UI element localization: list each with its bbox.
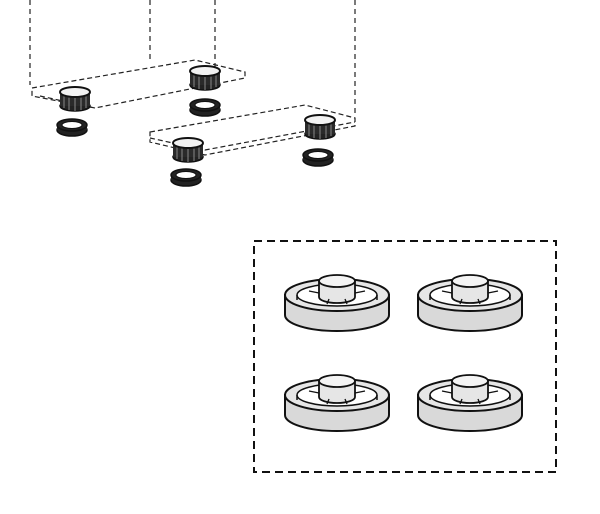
- foot-washer: [56, 118, 88, 137]
- cabinet-outline: [29, 0, 356, 115]
- leveling-foot: [189, 65, 221, 91]
- pads-inset-box: [253, 240, 557, 473]
- anti-vibration-pad: [417, 274, 523, 332]
- foot-washer: [302, 148, 334, 167]
- foot-washer: [170, 168, 202, 187]
- leveling-foot: [304, 114, 336, 140]
- leveling-foot: [59, 86, 91, 112]
- leveling-feet: [56, 65, 336, 187]
- foot-washer: [189, 98, 221, 117]
- anti-vibration-pad: [417, 374, 523, 432]
- anti-vibration-pad: [284, 374, 390, 432]
- leveling-foot: [172, 137, 204, 163]
- anti-vibration-pads: [284, 274, 523, 432]
- anti-vibration-pad: [284, 274, 390, 332]
